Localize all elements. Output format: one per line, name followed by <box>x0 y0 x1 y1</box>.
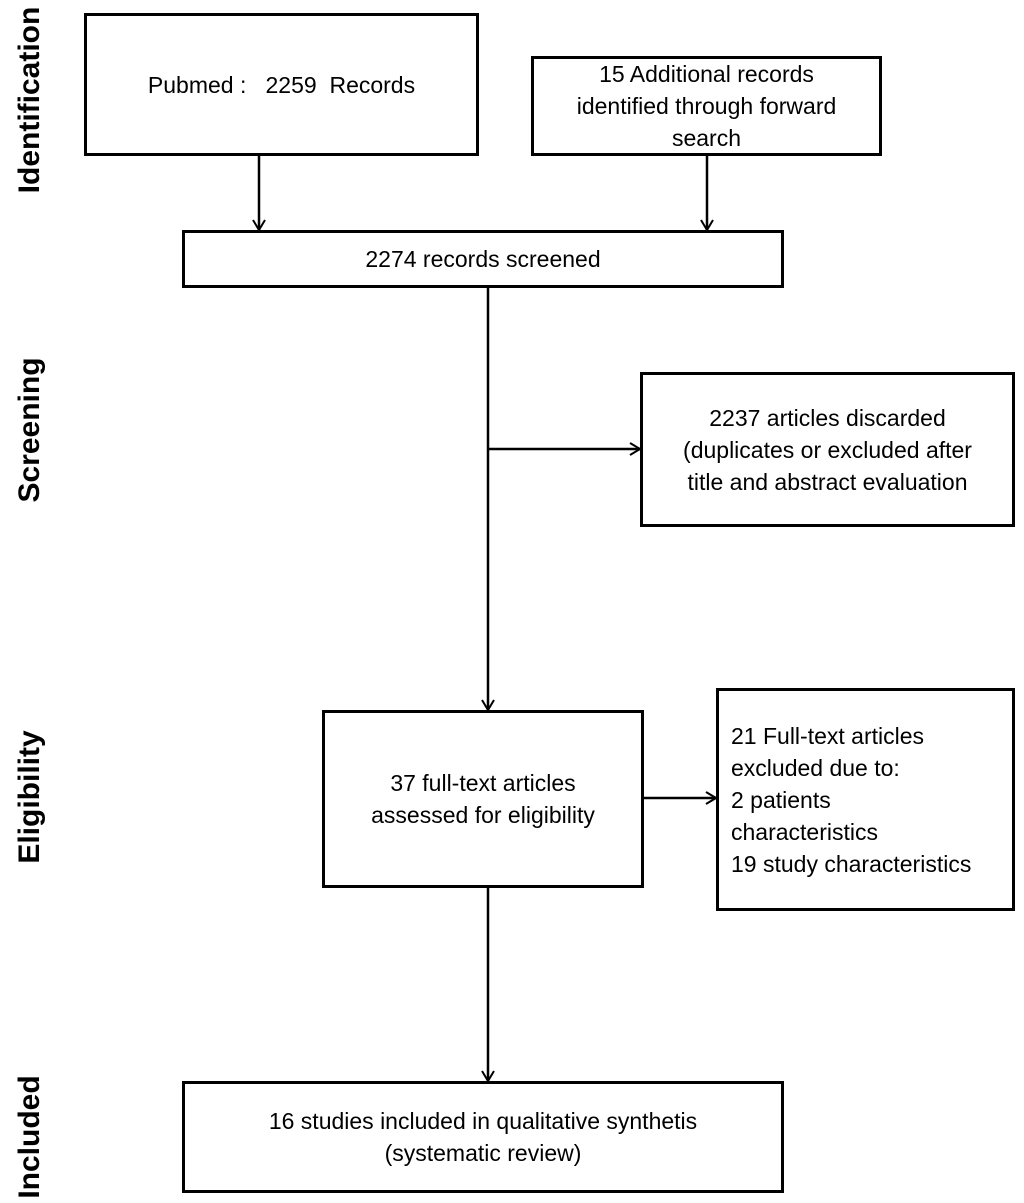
studies-included-line: (systematic review) <box>384 1140 582 1166</box>
stage-label-eligibility: Eligibility <box>13 730 46 864</box>
records-screened-text: 2274 records screened <box>365 246 601 272</box>
stage-label-screening: Screening <box>13 357 46 503</box>
articles-discarded-box: 2237 articles discarded (duplicates or e… <box>640 372 1015 527</box>
articles-discarded-line: (duplicates or excluded after <box>683 436 972 463</box>
fulltext-excluded-line: 21 Full-text articles <box>731 722 925 749</box>
fulltext-excluded-line: characteristics <box>731 818 878 845</box>
additional-records-box: 15 Additional records identified through… <box>531 56 882 156</box>
records-screened-box: 2274 records screened <box>182 230 784 288</box>
fulltext-excluded-box: 21 Full-text articles excluded due to: 2… <box>716 688 1015 911</box>
fulltext-excluded-line: excluded due to: <box>731 754 900 781</box>
additional-records-line: 15 Additional records <box>599 61 814 87</box>
pubmed-records-box: Pubmed : 2259 Records <box>84 13 479 156</box>
studies-included-box: 16 studies included in qualitative synth… <box>182 1081 784 1193</box>
fulltext-excluded-line: 2 patients <box>731 786 831 813</box>
articles-discarded-line: title and abstract evaluation <box>687 468 968 495</box>
additional-records-line: identified through forward <box>576 93 837 119</box>
additional-records-line: search <box>671 125 742 151</box>
studies-included-line: 16 studies included in qualitative synth… <box>268 1108 698 1134</box>
fulltext-assessed-line: assessed for eligibility <box>371 802 595 828</box>
stage-label-identification: Identification <box>13 6 46 194</box>
fulltext-assessed-line: 37 full-text articles <box>390 770 576 796</box>
stage-label-included: Included <box>13 1075 46 1199</box>
fulltext-assessed-box: 37 full-text articles assessed for eligi… <box>322 710 644 888</box>
pubmed-records-text: Pubmed : 2259 Records <box>147 71 416 98</box>
articles-discarded-line: 2237 articles discarded <box>709 404 946 431</box>
fulltext-excluded-line: 19 study characteristics <box>731 850 972 877</box>
